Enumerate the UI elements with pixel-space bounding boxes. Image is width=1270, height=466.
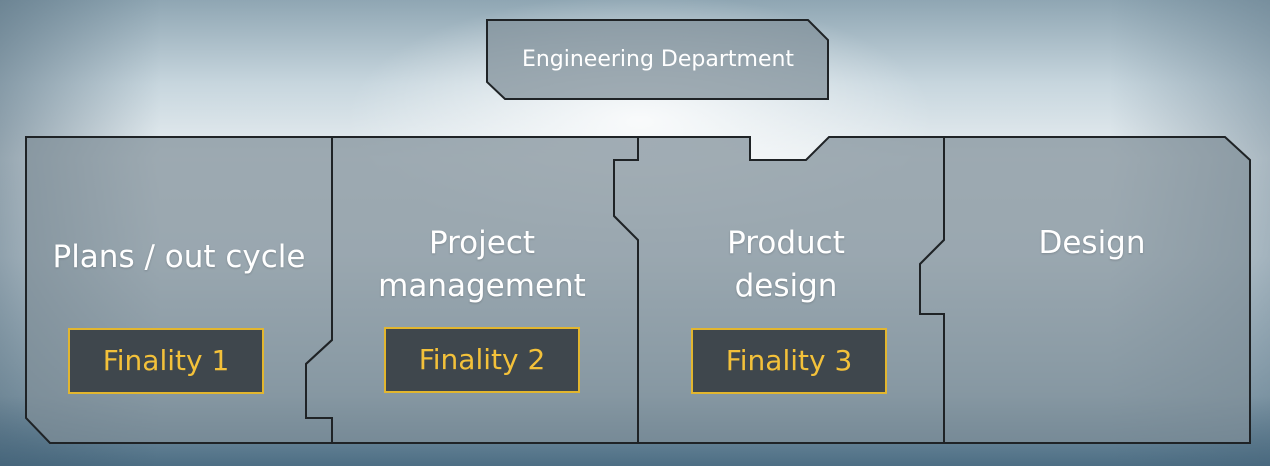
column-2-title-line-1: Project bbox=[428, 225, 536, 261]
column-3-title-line-2: design bbox=[734, 268, 838, 304]
header-title: Engineering Department bbox=[521, 47, 795, 72]
column-1-title-line-1: Plans / out cycle bbox=[52, 239, 306, 275]
column-3-title-line-1: Product bbox=[727, 225, 845, 261]
column-1-title: Plans / out cycle bbox=[26, 236, 332, 279]
header-box bbox=[486, 19, 829, 100]
column-3-title: Product design bbox=[638, 222, 934, 308]
column-2-title-line-2: management bbox=[378, 268, 586, 304]
panel-plans bbox=[25, 136, 333, 444]
column-4-title: Design bbox=[944, 222, 1240, 265]
finality-2-badge: Finality 2 bbox=[384, 327, 580, 393]
finality-1-badge: Finality 1 bbox=[68, 328, 264, 394]
finality-3-badge: Finality 3 bbox=[691, 328, 887, 394]
panel-design bbox=[919, 136, 1251, 444]
column-2-title: Project management bbox=[332, 222, 632, 308]
column-4-title-line-1: Design bbox=[1038, 225, 1146, 261]
